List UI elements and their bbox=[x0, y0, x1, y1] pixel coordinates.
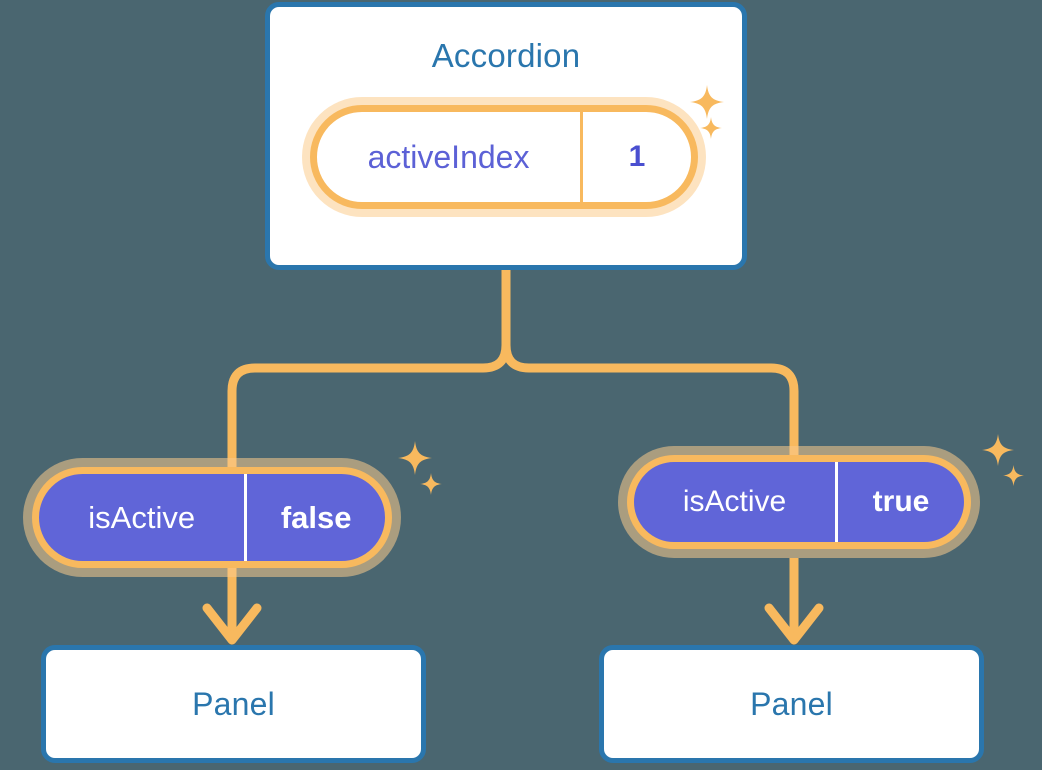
component-node-panel-right[interactable]: Panel bbox=[599, 645, 984, 763]
state-key-label: activeIndex bbox=[367, 138, 530, 175]
component-title-accordion: Accordion bbox=[431, 37, 581, 74]
connector-right-branch bbox=[501, 265, 799, 463]
sparkle-icon bbox=[700, 117, 722, 139]
connector-left-branch bbox=[227, 265, 511, 473]
state-pill-is-active-false[interactable]: isActive false bbox=[32, 467, 392, 568]
sparkle-icon bbox=[690, 85, 724, 119]
sparkle-icon bbox=[398, 441, 432, 475]
arrow-down-icon-right bbox=[764, 558, 824, 645]
sparkle-icon bbox=[1003, 465, 1024, 486]
state-value-label: true bbox=[835, 462, 964, 542]
component-node-panel-left[interactable]: Panel bbox=[41, 645, 426, 763]
state-pill-is-active-true[interactable]: isActive true bbox=[627, 455, 971, 549]
state-pill-body: isActive true bbox=[627, 455, 971, 549]
state-key-label: isActive bbox=[88, 499, 196, 535]
state-pill-active-index[interactable]: activeIndex 1 bbox=[310, 105, 698, 209]
state-value-label: 1 bbox=[580, 112, 691, 202]
component-title-panel: Panel bbox=[750, 685, 833, 722]
state-pill-body: isActive false bbox=[32, 467, 392, 568]
state-pill-body: activeIndex 1 bbox=[310, 105, 698, 209]
state-key-label: isActive bbox=[682, 485, 787, 518]
arrow-down-icon-left bbox=[202, 568, 262, 645]
sparkle-icon bbox=[982, 434, 1014, 466]
sparkle-icon bbox=[420, 473, 442, 495]
state-value-label: false bbox=[244, 474, 385, 561]
component-title-panel: Panel bbox=[192, 685, 275, 722]
